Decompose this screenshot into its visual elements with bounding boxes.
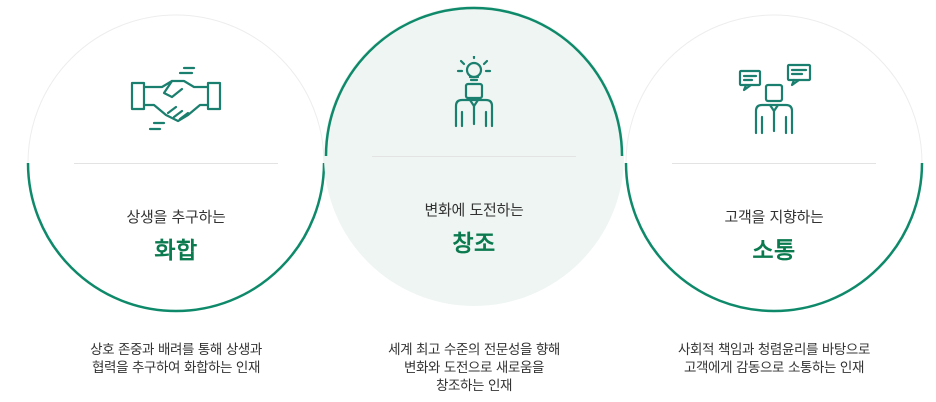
value-card-harmony: 상생을 추구하는 화합 bbox=[26, 13, 326, 313]
description-line: 변화와 도전으로 새로움을 bbox=[403, 360, 544, 376]
value-description-harmony: 상호 존중과 배려를 통해 상생과 협력을 추구하여 화합하는 인재 bbox=[26, 341, 326, 377]
value-description-communication: 사회적 책임과 청렴윤리를 바탕으로 고객에게 감동으로 소통하는 인재 bbox=[624, 341, 924, 377]
description-line: 창조하는 인재 bbox=[435, 378, 512, 394]
value-subtitle: 변화에 도전하는 bbox=[424, 201, 524, 219]
value-description-creation: 세계 최고 수준의 전문성을 향해 변화와 도전으로 새로움을 창조하는 인재 bbox=[324, 341, 624, 395]
card-divider bbox=[372, 156, 576, 157]
card-divider bbox=[672, 163, 876, 164]
lightbulb-person-icon bbox=[454, 56, 494, 128]
value-card-creation: 변화에 도전하는 창조 bbox=[324, 6, 624, 306]
value-title: 화합 bbox=[154, 238, 198, 264]
speech-bubbles-person-icon bbox=[738, 63, 812, 135]
description-line: 협력을 추구하여 화합하는 인재 bbox=[92, 360, 260, 376]
value-subtitle: 상생을 추구하는 bbox=[126, 208, 226, 226]
description-line: 세계 최고 수준의 전문성을 향해 bbox=[388, 342, 560, 358]
card-divider bbox=[74, 163, 278, 164]
handshake-icon bbox=[130, 66, 222, 131]
value-title: 소통 bbox=[752, 238, 796, 264]
description-line: 고객에게 감동으로 소통하는 인재 bbox=[684, 360, 864, 376]
value-card-communication: 고객을 지향하는 소통 bbox=[624, 13, 924, 313]
value-title: 창조 bbox=[452, 231, 496, 257]
description-line: 상호 존중과 배려를 통해 상생과 bbox=[90, 342, 262, 358]
description-line: 사회적 책임과 청렴윤리를 바탕으로 bbox=[678, 342, 870, 358]
value-subtitle: 고객을 지향하는 bbox=[724, 208, 824, 226]
